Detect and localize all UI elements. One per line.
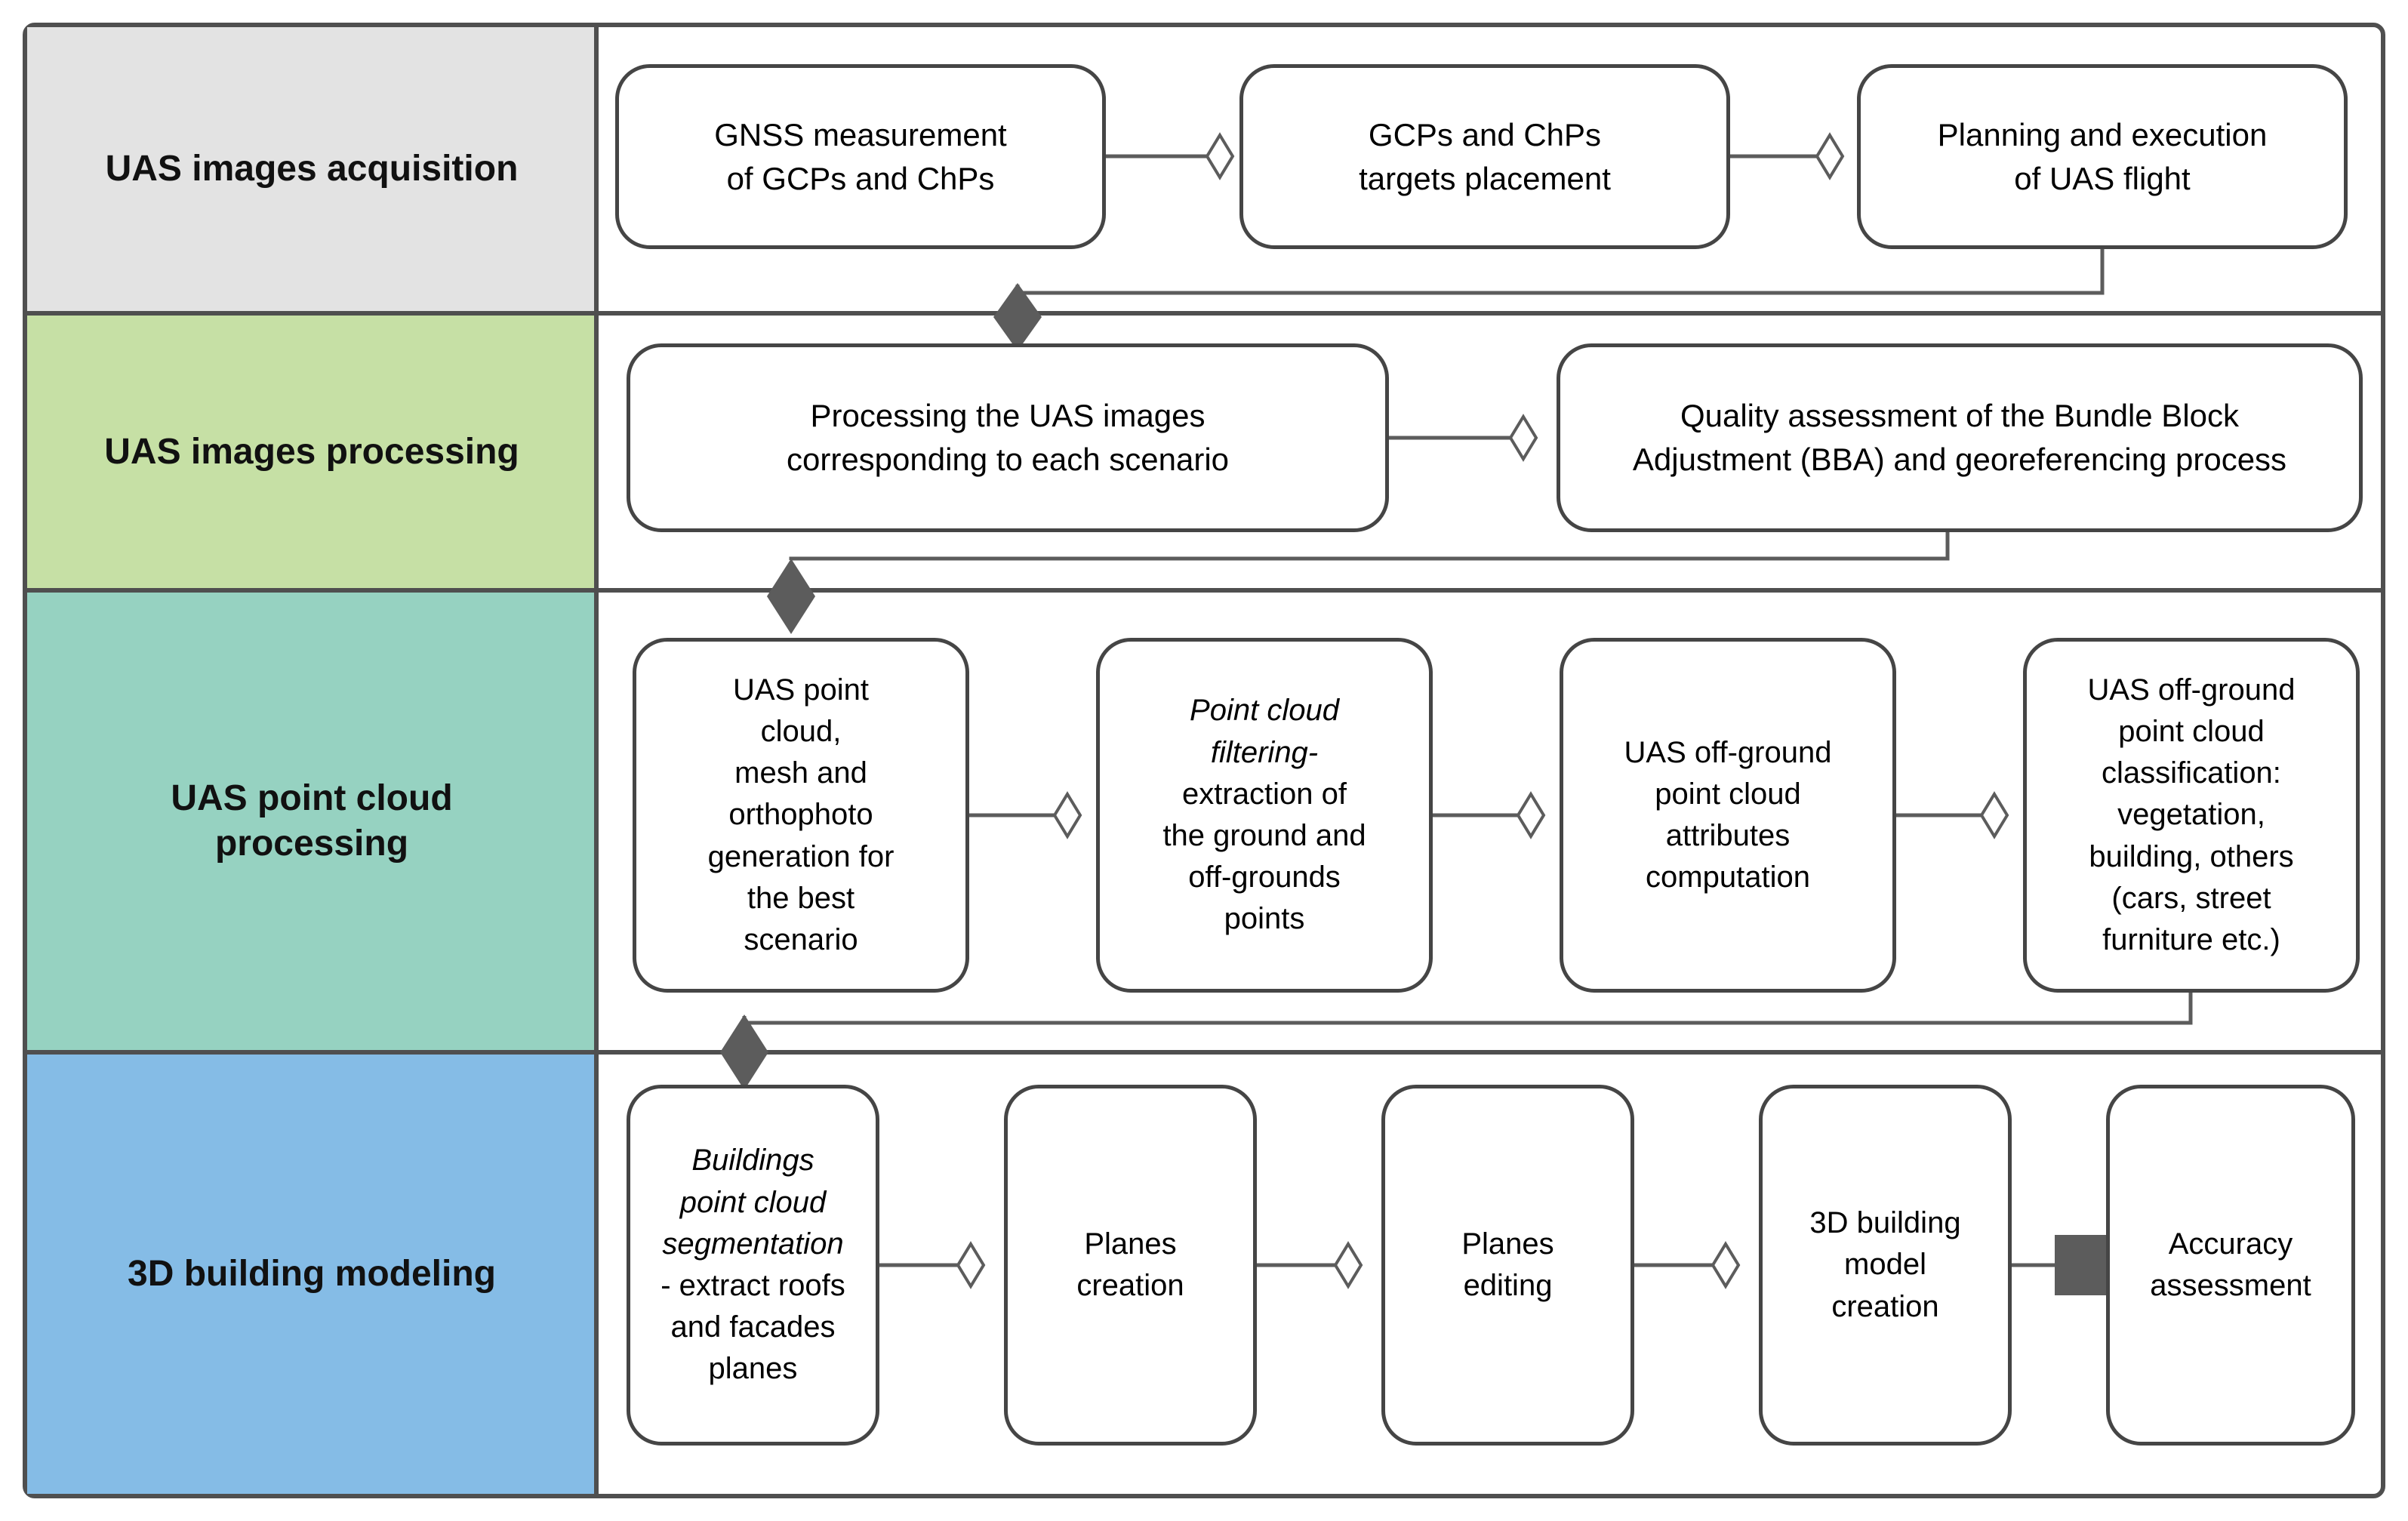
box-pointcloud-generation: UAS point cloud, mesh and orthophoto gen… <box>633 638 969 993</box>
box-text: Quality assessment of the Bundle Block A… <box>1632 398 2287 477</box>
row-label-uas-images-acquisition: UAS images acquisition <box>27 27 596 311</box>
box-planes-editing: Planes editing <box>1381 1085 1634 1446</box>
box-text-rest: - extract roofs and facades planes <box>661 1269 845 1386</box>
row-label-text: 3D building modeling <box>128 1254 496 1294</box>
box-text: 3D building model creation <box>1809 1206 1961 1323</box>
box-text: Accuracy assessment <box>2150 1227 2311 1302</box>
box-planes-creation: Planes creation <box>1004 1085 1257 1446</box>
row-label-3d-building-modeling: 3D building modeling <box>27 1055 596 1494</box>
box-text: GCPs and ChPs targets placement <box>1359 116 1611 196</box>
box-text: Planes editing <box>1461 1227 1554 1302</box>
box-gnss-measurement: GNSS measurement of GCPs and ChPs <box>615 64 1106 249</box>
box-flight-planning: Planning and execution of UAS flight <box>1857 64 2348 249</box>
row-label-uas-point-cloud-processing: UAS point cloud processing <box>27 593 596 1050</box>
box-accuracy-assessment: Accuracy assessment <box>2106 1085 2355 1446</box>
box-text: Planning and execution of UAS flight <box>1937 116 2268 196</box>
box-images-processing: Processing the UAS images corresponding … <box>627 343 1389 532</box>
box-text: Planes creation <box>1076 1227 1184 1302</box>
row-label-text: UAS images processing <box>104 431 519 472</box>
box-bba-quality-assessment: Quality assessment of the Bundle Block A… <box>1557 343 2363 532</box>
box-text: UAS off-ground point cloud attributes co… <box>1624 735 1832 894</box>
box-pointcloud-filtering: Point cloud filtering- extraction of the… <box>1096 638 1433 993</box>
box-text-italic: Point cloud filtering- <box>1190 694 1339 769</box>
box-attributes-computation: UAS off-ground point cloud attributes co… <box>1560 638 1896 993</box>
row-label-text: UAS point cloud processing <box>171 778 453 864</box>
box-buildings-segmentation: Buildings point cloud segmentation - ext… <box>627 1085 879 1446</box>
box-text: Processing the UAS images corresponding … <box>786 398 1230 477</box>
box-text-italic: Buildings point cloud segmentation <box>662 1144 844 1261</box>
box-text: Point cloud filtering- extraction of the… <box>1162 690 1366 940</box>
box-targets-placement: GCPs and ChPs targets placement <box>1239 64 1730 249</box>
row-label-text: UAS images acquisition <box>105 149 519 189</box>
box-text: UAS off-ground point cloud classificatio… <box>2087 673 2296 956</box>
box-3d-model-creation: 3D building model creation <box>1759 1085 2012 1446</box>
box-text: UAS point cloud, mesh and orthophoto gen… <box>707 673 895 956</box>
box-text: Buildings point cloud segmentation - ext… <box>661 1140 845 1390</box>
row-label-uas-images-processing: UAS images processing <box>27 316 596 588</box>
box-text: GNSS measurement of GCPs and ChPs <box>714 116 1007 196</box>
box-text-rest: extraction of the ground and off-grounds… <box>1162 777 1366 936</box>
box-pointcloud-classification: UAS off-ground point cloud classificatio… <box>2023 638 2360 993</box>
